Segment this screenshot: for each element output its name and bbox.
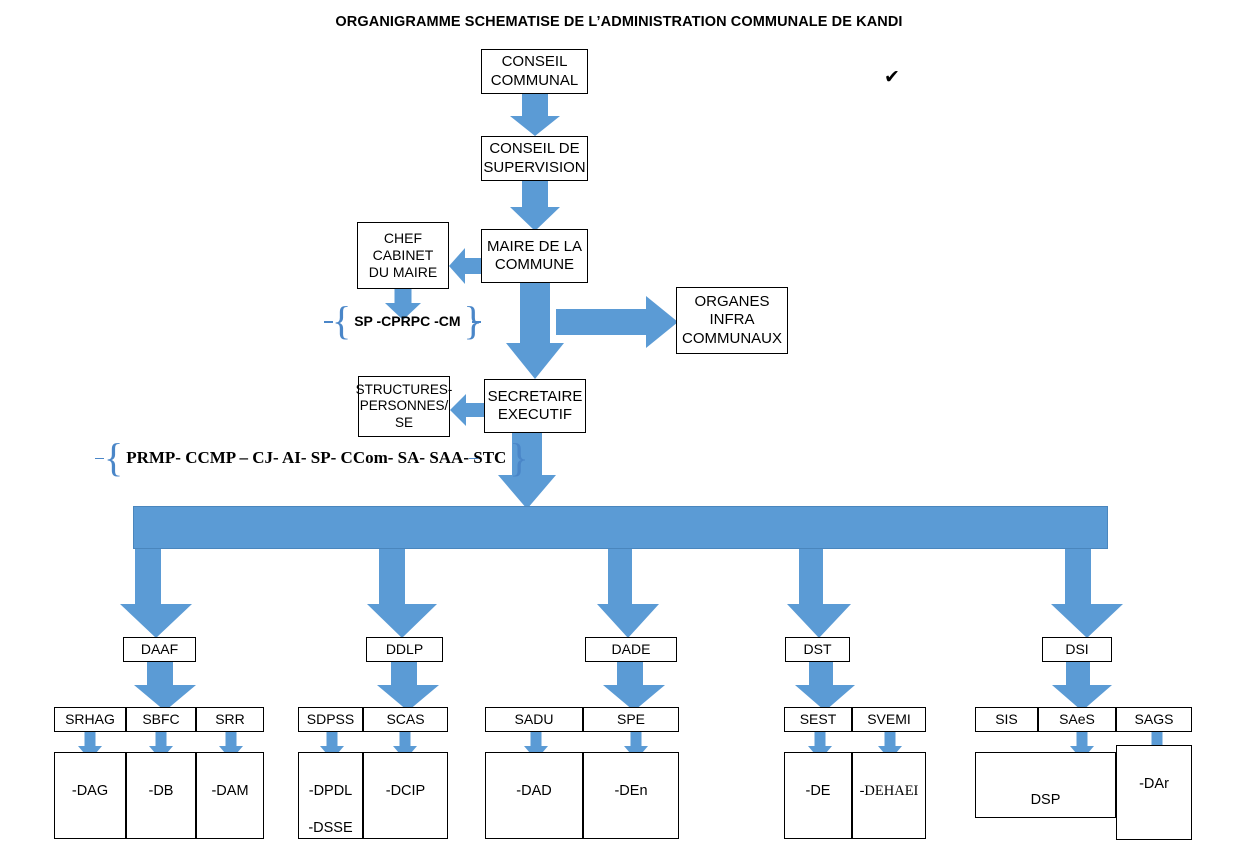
brace-close-icon: }	[463, 298, 483, 343]
box-service-srhag[interactable]: SRHAG	[54, 707, 126, 732]
division-item: -DEHAEI	[859, 782, 919, 799]
arrow-bar-to-dst	[786, 548, 854, 638]
bracket-tick-left	[324, 321, 333, 323]
division-item: -DAG	[71, 782, 109, 799]
box-divisions-sest[interactable]: -DE -DSCI	[784, 752, 852, 839]
arrow-maire-to-organes-infra	[556, 296, 678, 348]
arrow-bar-to-dade	[596, 548, 662, 638]
box-divisions-sadu[interactable]: -DAD -Dur	[485, 752, 583, 839]
box-service-srr[interactable]: SRR	[196, 707, 264, 732]
division-item: DSP	[1030, 792, 1061, 809]
box-maire-commune[interactable]: MAIRE DE LA COMMUNE	[481, 229, 588, 283]
box-service-sdpss[interactable]: SDPSS	[298, 707, 363, 732]
arrow-daaf-to-sbfc	[133, 661, 197, 711]
arrow-supervision-to-maire	[510, 181, 560, 231]
box-structures-personnes-se[interactable]: STRUCTURES- PERSONNES/ SE	[356, 376, 452, 437]
box-service-spe[interactable]: SPE	[583, 707, 679, 732]
box-divisions-spe[interactable]: -DEn -DAFE	[583, 752, 679, 839]
box-conseil-communal[interactable]: CONSEIL COMMUNAL	[481, 49, 588, 94]
box-service-svemi[interactable]: SVEMI	[852, 707, 926, 732]
box-service-sadu[interactable]: SADU	[485, 707, 583, 732]
box-service-sags[interactable]: SAGS	[1116, 707, 1192, 732]
division-item: -DAM	[211, 782, 249, 799]
box-divisions-srhag[interactable]: -DAG -DRH -DEC	[54, 752, 126, 839]
arrow-secretaire-to-bar	[498, 433, 556, 509]
box-service-scas[interactable]: SCAS	[363, 707, 448, 732]
division-item: -DSSE	[308, 820, 353, 837]
arrow-cabinet-to-staff	[385, 289, 421, 320]
box-divisions-sags[interactable]: -DAr -DGB	[1116, 745, 1192, 840]
arrow-bar-to-ddlp	[366, 548, 440, 638]
box-organes-infra-communaux[interactable]: ORGANES INFRA COMMUNAUX	[676, 287, 788, 354]
arrow-maire-to-secretaire	[506, 283, 564, 379]
division-item: -DE	[805, 782, 831, 799]
distribution-bar	[133, 506, 1108, 549]
check-icon: ✔	[884, 67, 900, 88]
arrow-dsi-to-saes	[1048, 661, 1113, 711]
bracket-cabinet-staff: { SP -CPRPC -CM }	[324, 298, 483, 343]
box-direction-daaf[interactable]: DAAF	[123, 637, 196, 662]
division-item: -DCIP	[385, 782, 426, 799]
box-direction-dsi[interactable]: DSI	[1042, 637, 1112, 662]
arrow-conseil-to-supervision	[510, 94, 560, 136]
arrow-maire-to-cabinet	[449, 248, 483, 284]
division-item: -DAr	[1139, 775, 1169, 792]
brace-close-icon: }	[509, 434, 529, 480]
arrow-dade-to-spe	[600, 661, 666, 711]
bracket-tick-left	[95, 457, 104, 459]
brace-open-icon: {	[104, 434, 124, 480]
bracket-tick-right	[469, 457, 478, 459]
bracket-se-staff: { PRMP- CCMP – CJ- AI- SP- CCom- SA- SAA…	[95, 434, 529, 480]
division-item: -DAD	[516, 782, 552, 799]
box-direction-dst[interactable]: DST	[785, 637, 850, 662]
box-service-sis[interactable]: SIS	[975, 707, 1038, 732]
box-divisions-scas[interactable]: -DCIP --DASCAT	[363, 752, 448, 839]
division-item: -DB	[148, 782, 174, 799]
box-service-sbfc[interactable]: SBFC	[126, 707, 196, 732]
division-item: -DPDL	[308, 782, 353, 799]
box-division-dsp[interactable]: DSP	[975, 752, 1116, 818]
division-item: -DEn	[614, 782, 648, 799]
box-direction-ddlp[interactable]: DDLP	[366, 637, 443, 662]
arrow-secretaire-to-structures	[450, 394, 484, 426]
box-secretaire-executif[interactable]: SECRETAIRE EXECUTIF	[484, 379, 586, 433]
box-conseil-supervision[interactable]: CONSEIL DE SUPERVISION	[481, 136, 588, 181]
bracket-tick-right	[472, 321, 481, 323]
box-divisions-svemi[interactable]: -DEHAEI -DTEP	[852, 752, 926, 839]
box-service-saes[interactable]: SAeS	[1038, 707, 1116, 732]
box-divisions-sdpss[interactable]: -DPDL -DSSE -DPE	[298, 752, 363, 839]
arrow-bar-to-dsi	[1050, 548, 1124, 638]
box-direction-dade[interactable]: DADE	[585, 637, 677, 662]
box-divisions-sbfc[interactable]: -DB -DCM -RAMD	[126, 752, 196, 839]
arrow-dst-to-sest	[790, 661, 855, 711]
box-chef-cabinet-du-maire[interactable]: CHEF CABINET DU MAIRE	[357, 222, 449, 289]
arrow-ddlp-to-scas	[375, 661, 439, 711]
box-divisions-srr[interactable]: -DAM -RR	[196, 752, 264, 839]
brace-open-icon: {	[332, 298, 352, 343]
box-service-sest[interactable]: SEST	[784, 707, 852, 732]
cabinet-staff-label: SP -CPRPC -CM	[354, 313, 461, 329]
arrow-bar-to-daaf	[119, 548, 196, 638]
se-staff-label: PRMP- CCMP – CJ- AI- SP- CCom- SA- SAA- …	[126, 447, 507, 467]
page-title: ORGANIGRAMME SCHEMATISE DE L’ADMINISTRAT…	[335, 14, 903, 30]
